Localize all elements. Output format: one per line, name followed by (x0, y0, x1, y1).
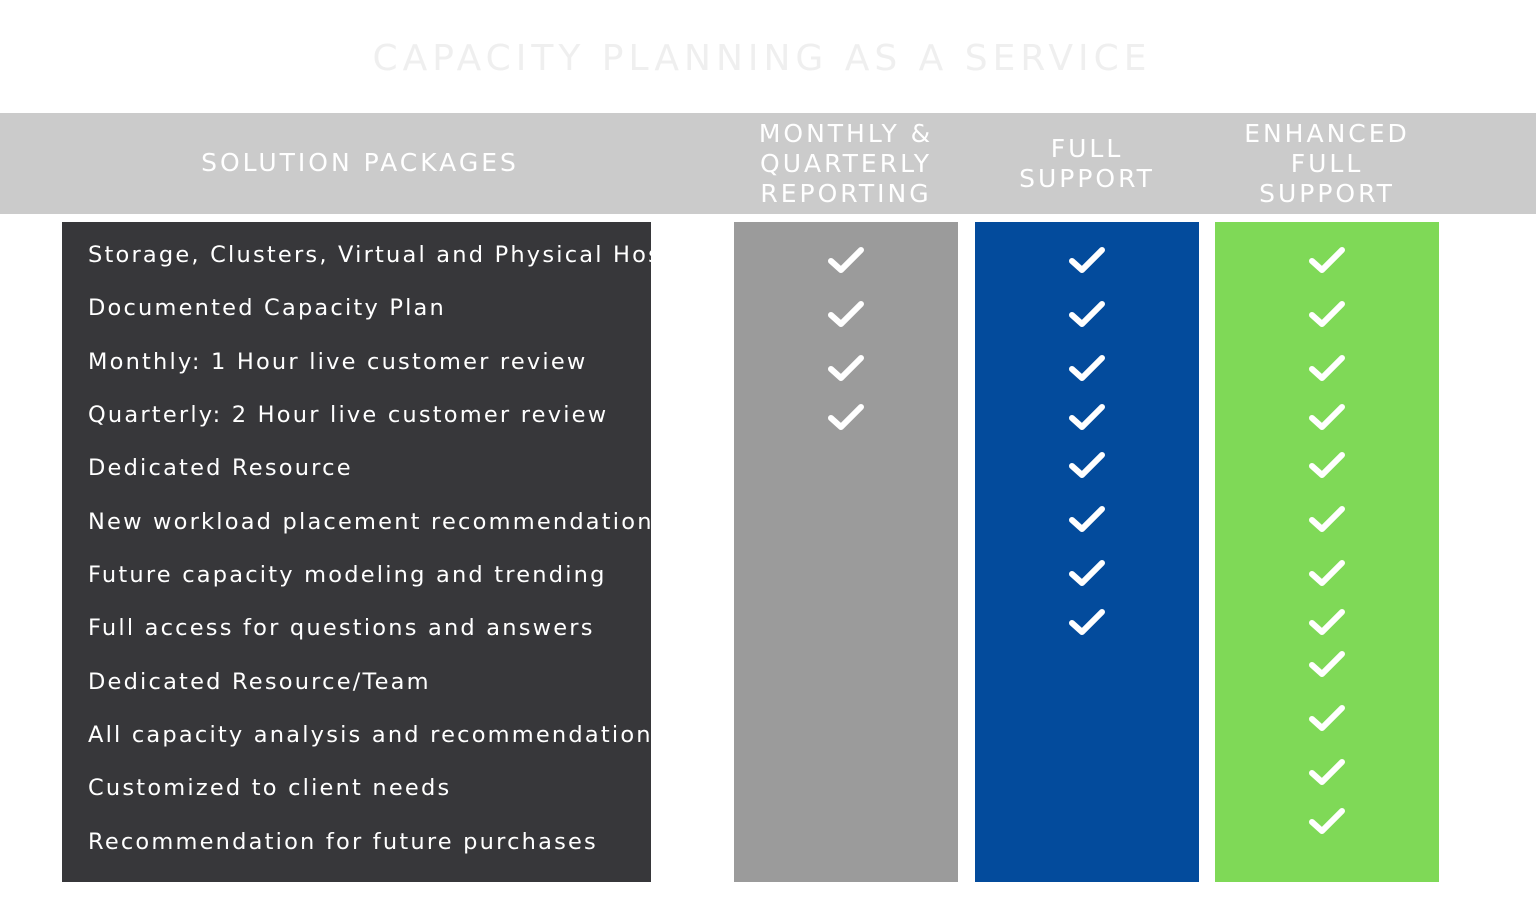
checkmark-icon (1309, 559, 1345, 587)
header-line: REPORTING (760, 178, 932, 208)
checkmark-icon (1309, 704, 1345, 732)
page-title: CAPACITY PLANNING AS A SERVICE (372, 38, 1152, 79)
feature-item: Recommendation for future purchases (88, 829, 598, 855)
feature-item: Storage, Clusters, Virtual and Physical … (88, 242, 688, 268)
checkmark-icon (1309, 608, 1345, 636)
enhanced-full-support-header: ENHANCED FULL SUPPORT (1215, 113, 1439, 214)
checkmark-icon (1069, 451, 1105, 479)
feature-item: Future capacity modeling and trending (88, 562, 607, 588)
header-band (0, 113, 1536, 214)
checkmark-icon (1069, 559, 1105, 587)
feature-item: Dedicated Resource (88, 455, 353, 481)
checkmark-icon (828, 354, 864, 382)
feature-item: Quarterly: 2 Hour live customer review (88, 402, 609, 428)
checkmark-icon (1309, 807, 1345, 835)
monthly-quarterly-reporting-header: MONTHLY & QUARTERLY REPORTING (734, 113, 958, 214)
enhanced-full-support-column (1215, 222, 1439, 882)
checkmark-icon (1309, 758, 1345, 786)
checkmark-icon (828, 300, 864, 328)
header-line: ENHANCED (1244, 118, 1410, 148)
header-line: SUPPORT (1259, 178, 1395, 208)
checkmark-icon (1309, 403, 1345, 431)
checkmark-icon (828, 246, 864, 274)
checkmark-icon (1309, 451, 1345, 479)
full-support-column (975, 222, 1199, 882)
checkmark-icon (1309, 246, 1345, 274)
checkmark-icon (1069, 354, 1105, 382)
checkmark-icon (1309, 354, 1345, 382)
checkmark-icon (1309, 300, 1345, 328)
feature-item: Customized to client needs (88, 775, 452, 801)
header-line: FULL (1290, 148, 1364, 178)
checkmark-icon (1309, 650, 1345, 678)
feature-item: New workload placement recommendations (88, 509, 668, 535)
feature-item: Full access for questions and answers (88, 615, 595, 641)
feature-item: Monthly: 1 Hour live customer review (88, 349, 588, 375)
checkmark-icon (828, 403, 864, 431)
feature-item: Dedicated Resource/Team (88, 669, 431, 695)
header-line: QUARTERLY (760, 148, 932, 178)
feature-item: All capacity analysis and recommendation… (88, 722, 667, 748)
checkmark-icon (1069, 246, 1105, 274)
checkmark-icon (1069, 608, 1105, 636)
feature-list: Storage, Clusters, Virtual and Physical … (62, 222, 685, 882)
feature-item: Documented Capacity Plan (88, 295, 446, 321)
checkmark-icon (1069, 505, 1105, 533)
checkmark-icon (1309, 505, 1345, 533)
header-line: MONTHLY & (758, 118, 934, 148)
header-line: FULL (1050, 133, 1124, 163)
monthly-quarterly-reporting-column (734, 222, 958, 882)
checkmark-icon (1069, 300, 1105, 328)
solution-packages-header: SOLUTION PACKAGES (201, 148, 519, 177)
header-line: SUPPORT (1019, 163, 1155, 193)
checkmark-icon (1069, 403, 1105, 431)
full-support-header: FULL SUPPORT (975, 113, 1199, 214)
